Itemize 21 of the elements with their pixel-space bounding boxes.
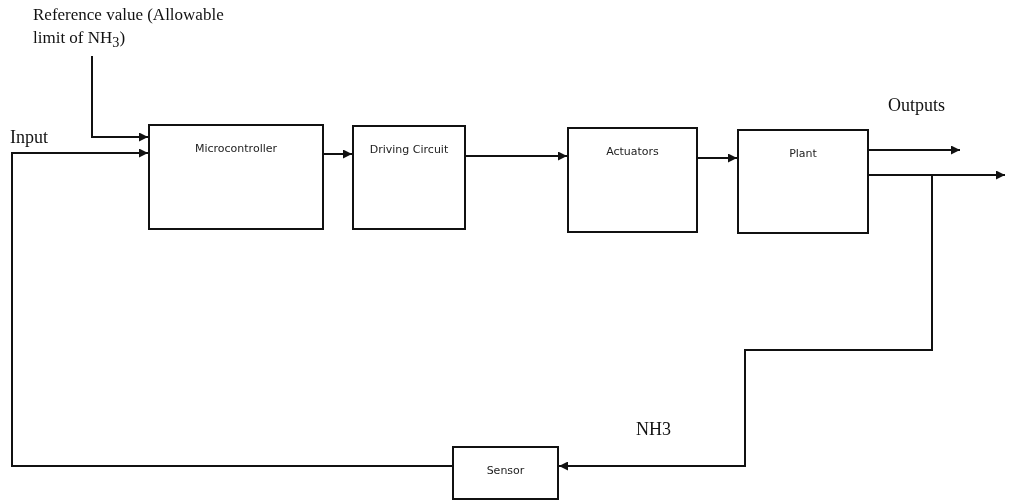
block-label: Driving Circuit [369, 142, 449, 158]
block-box [148, 124, 324, 230]
input-label: Reference value (Allowable limit of NH$_{3}$) [33, 4, 225, 53]
block-box [452, 446, 559, 500]
block-label: Plant [789, 146, 817, 162]
edge-label: Input [8, 128, 50, 146]
block-box [737, 129, 869, 234]
arrow [11, 148, 453, 467]
block-box [567, 127, 698, 233]
arrow [868, 145, 961, 155]
block-label: Microcontroller [194, 141, 278, 157]
block-box [352, 125, 466, 230]
arrow [697, 153, 738, 163]
edge-label: Outputs [886, 96, 947, 114]
arrow [558, 174, 933, 471]
block-label: Actuators [606, 144, 659, 160]
arrow [465, 151, 568, 161]
edge-label: NH3 [634, 420, 673, 438]
arrow [91, 55, 149, 142]
arrow [323, 149, 353, 159]
block-label: Sensor [486, 463, 525, 479]
